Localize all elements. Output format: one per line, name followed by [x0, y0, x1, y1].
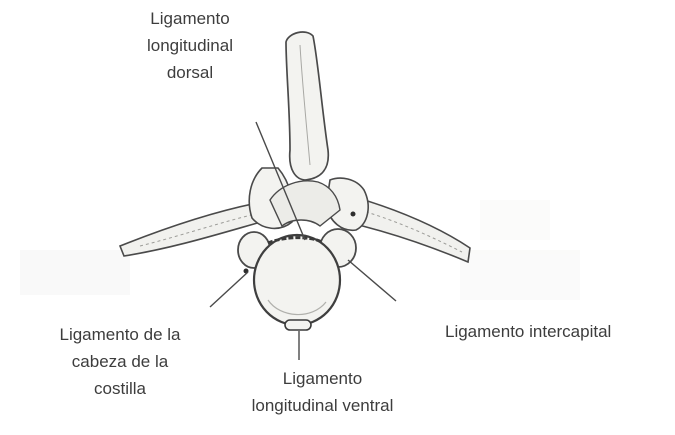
label-line: cabeza de la: [10, 348, 230, 375]
vertebral-body: [254, 235, 340, 325]
label-line: dorsal: [120, 59, 260, 86]
label-line: costilla: [10, 375, 230, 402]
spinous-process: [286, 32, 328, 180]
leader-cabeza: [210, 272, 248, 307]
label-ligamento-longitudinal-dorsal: Ligamento longitudinal dorsal: [120, 5, 260, 86]
label-ligamento-longitudinal-ventral: Ligamento longitudinal ventral: [205, 365, 440, 419]
label-ligamento-intercapital: Ligamento intercapital: [445, 318, 675, 345]
label-line: Ligamento: [205, 365, 440, 392]
label-line: longitudinal ventral: [205, 392, 440, 419]
label-line: longitudinal: [120, 32, 260, 59]
label-line: Ligamento intercapital: [445, 318, 675, 345]
leader-intercap: [348, 260, 396, 301]
label-line: Ligamento de la: [10, 321, 230, 348]
label-line: Ligamento: [120, 5, 260, 32]
label-ligamento-cabeza-costilla: Ligamento de la cabeza de la costilla: [10, 321, 230, 402]
ventral-ligament-band: [285, 320, 311, 330]
transverse-dot: [351, 212, 356, 217]
